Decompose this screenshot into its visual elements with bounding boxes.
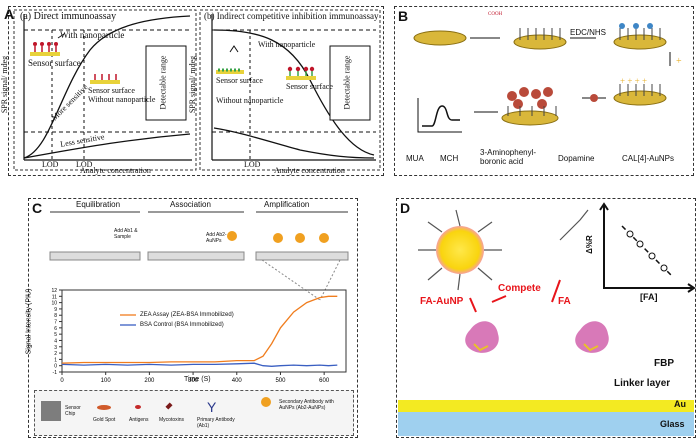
panel-c-legend: Sensor Chip Gold Spot Antigens Mycotoxin…	[34, 390, 354, 436]
y-tick-label-0: -1	[53, 370, 58, 376]
without-np-b: Without nanoparticle	[216, 96, 284, 105]
series-line-1	[61, 362, 338, 367]
legend-mua: MUA	[406, 154, 424, 163]
lod-a-2: LOD	[76, 160, 93, 169]
linker-label: Linker layer	[614, 378, 671, 389]
y-tick-label-11: 10	[51, 301, 57, 307]
x-tick-label-6: 600	[319, 378, 330, 384]
secondary-antibody-icon	[261, 397, 271, 407]
legend-dopamine: Dopamine	[558, 154, 595, 163]
cooh-label: COOH	[488, 12, 503, 17]
sensor-surface-label: Sensor surface	[28, 58, 81, 68]
panel-c-label: C	[32, 200, 43, 216]
y-tick-label-6: 5	[54, 332, 57, 338]
with-np-label: With nanoparticle	[60, 30, 125, 40]
y-tick-label-12: 11	[52, 294, 57, 300]
legend-mycotoxins: Mycotoxins	[159, 417, 185, 423]
panel-d-label: D	[400, 200, 411, 216]
panel-b	[394, 6, 694, 176]
y-tick-label-13: 12	[51, 288, 57, 294]
lod-a-1: LOD	[42, 160, 59, 169]
fbp-label: FBP	[654, 358, 674, 369]
step1-label: Add Ab1 & Sample	[114, 228, 138, 240]
x-tick-label-0: 0	[60, 378, 64, 384]
panel-a-sub-a-title: (a) Direct immunoassay	[20, 11, 117, 22]
y-tick-label-9: 8	[54, 313, 57, 319]
xlabel-b: Analyte concentration	[274, 166, 345, 175]
y-tick-label-3: 2	[54, 351, 57, 357]
sensor-surface-b-right: Sensor surface	[286, 82, 333, 91]
lod-b: LOD	[244, 160, 261, 169]
with-np-b: With nanoparticle	[258, 40, 316, 49]
primary-antibody-icon: Y	[207, 399, 217, 415]
panel-b-legend: MUA MCH 3-Aminophenyl-boronic acid Dopam…	[400, 148, 694, 168]
y-tick-label-7: 6	[54, 326, 57, 332]
y-tick-label-8: 7	[54, 320, 57, 326]
legend-bsa: BSA Control (BSA Immobilized)	[140, 322, 224, 328]
stage-association: Association	[170, 200, 211, 209]
x-tick-label-5: 500	[275, 378, 286, 384]
legend-primary-ab: Primary Antibody (Ab1)	[197, 417, 235, 429]
legend-mch: MCH	[440, 154, 459, 163]
fa-label: FA	[558, 296, 571, 307]
fa-aunp-label: FA-AuNP	[420, 296, 464, 307]
compete-label: Compete	[498, 283, 541, 294]
panel-d	[396, 198, 696, 438]
y-tick-label-4: 3	[54, 345, 57, 351]
legend-gold-spot: Gold Spot	[93, 417, 116, 423]
legend-antigens: Antigens	[129, 417, 149, 423]
stage-amplification: Amplification	[264, 200, 310, 209]
y-tick-label-1: 0	[54, 364, 57, 370]
chart-frame	[61, 289, 347, 373]
delta-r-axis: Δ%R	[584, 235, 594, 254]
y-tick-label-5: 4	[54, 338, 57, 344]
legend-sensor-chip: Sensor Chip	[65, 405, 81, 417]
legend-aminophenyl: 3-Aminophenyl-boronic acid	[480, 148, 537, 166]
stage-equilibration: Equilibration	[76, 200, 121, 209]
svg-text:+ + + +: + + + +	[620, 76, 647, 86]
svg-text:+: +	[676, 56, 682, 67]
xlabel-a: Analyte concentration	[80, 166, 151, 175]
sensor-without-label: Sensor surface Without nanoparticle	[88, 86, 156, 104]
y-tick-label-10: 9	[54, 307, 57, 313]
gold-spot-icon	[97, 405, 111, 410]
x-tick-label-3: 300	[188, 378, 199, 384]
x-tick-label-4: 400	[232, 378, 243, 384]
edc-label: EDC/NHS	[570, 28, 607, 37]
panel-b-label: B	[398, 8, 409, 24]
legend-cal4: CAL[4]-AuNPs	[622, 154, 675, 163]
series-line-0	[61, 295, 338, 364]
sensor-surface-b-left: Sensor surface	[216, 76, 263, 85]
panel-c	[28, 198, 358, 438]
legend-secondary-ab: Secondary Antibody with AuNPs (Ab2-AuNPs…	[279, 399, 334, 411]
chart-xlabel: Time (S)	[184, 376, 211, 383]
glass-label: Glass	[660, 419, 685, 429]
x-tick-label-2: 200	[144, 378, 155, 384]
legend-zea: ZEA Assay (ZEA-BSA Immobilized)	[140, 312, 234, 318]
antigen-icon	[135, 405, 141, 409]
y-tick-label-2: 1	[54, 357, 57, 363]
sensor-chip-icon	[41, 401, 61, 421]
x-tick-label-1: 100	[101, 378, 112, 384]
panel-a-label: A	[4, 6, 15, 22]
fa-axis: [FA]	[640, 292, 658, 302]
panel-a-sub-b-title: (b) Indirect competitive inhibition immu…	[204, 11, 379, 21]
panel-a	[8, 6, 384, 176]
step2-label: Add Ab2-AuNPs	[206, 232, 227, 244]
au-label: Au	[674, 399, 686, 409]
